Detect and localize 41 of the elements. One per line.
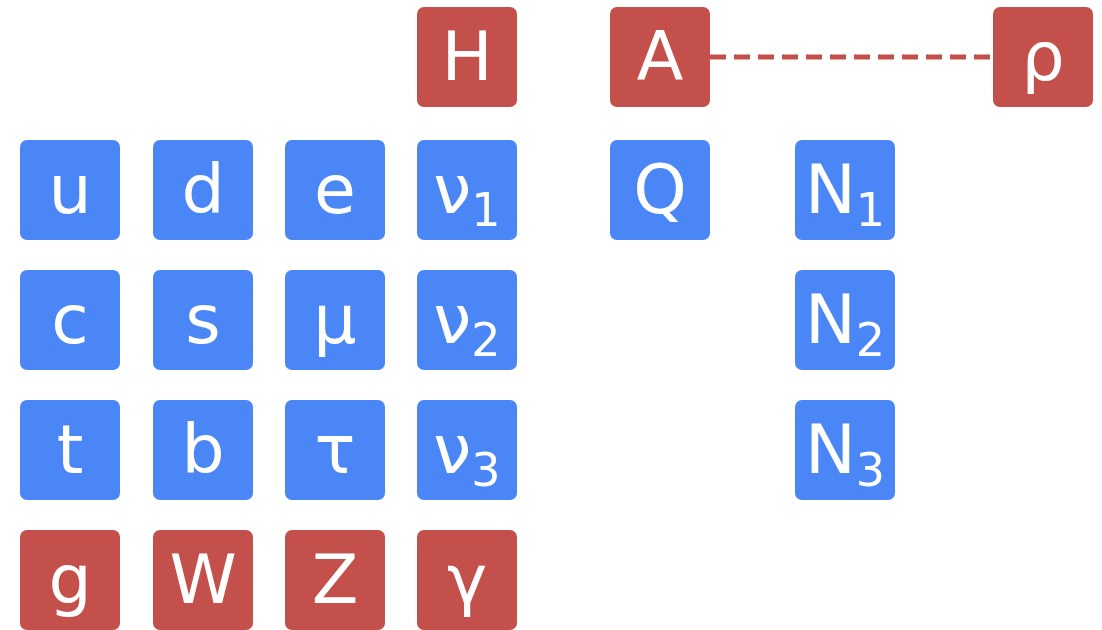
particle-box <box>285 270 385 370</box>
particle-box <box>417 400 517 500</box>
particle-box <box>993 7 1093 107</box>
particle-box <box>153 140 253 240</box>
particle-symbol: d <box>181 156 225 224</box>
particle-box <box>795 400 895 500</box>
particle-symbol: Z <box>311 546 359 614</box>
particle-box <box>153 270 253 370</box>
particle-symbol: t <box>56 416 84 484</box>
particle-symbol: H <box>441 23 493 91</box>
particle-box <box>417 270 517 370</box>
particle-symbol: W <box>169 546 237 614</box>
particle-symbol: s <box>185 286 221 354</box>
particle-box <box>153 400 253 500</box>
particle-box <box>795 270 895 370</box>
particle-symbol: ν$_{2}$ <box>433 286 501 354</box>
particle-box <box>795 140 895 240</box>
particle-symbol: τ <box>314 416 356 484</box>
particle-box <box>417 530 517 630</box>
particle-box <box>20 140 120 240</box>
particle-symbol: b <box>181 416 225 484</box>
particle-symbol: Q <box>633 156 687 224</box>
particle-box <box>417 140 517 240</box>
particle-symbol: N$_{1}$ <box>804 156 886 224</box>
particle-symbol: ν$_{1}$ <box>433 156 501 224</box>
particle-box <box>417 7 517 107</box>
particle-box <box>285 400 385 500</box>
particle-box <box>285 530 385 630</box>
particle-box <box>20 530 120 630</box>
dashed-line <box>710 54 993 60</box>
particle-symbol: u <box>48 156 92 224</box>
particle-box <box>153 530 253 630</box>
particle-symbol: c <box>51 286 89 354</box>
particle-box <box>20 270 120 370</box>
particle-symbol: A <box>636 23 684 91</box>
particle-symbol: N$_{2}$ <box>804 286 886 354</box>
particle-box <box>20 400 120 500</box>
particle-box <box>285 140 385 240</box>
particle-symbol: e <box>314 156 356 224</box>
particle-box <box>610 140 710 240</box>
particle-box <box>610 7 710 107</box>
